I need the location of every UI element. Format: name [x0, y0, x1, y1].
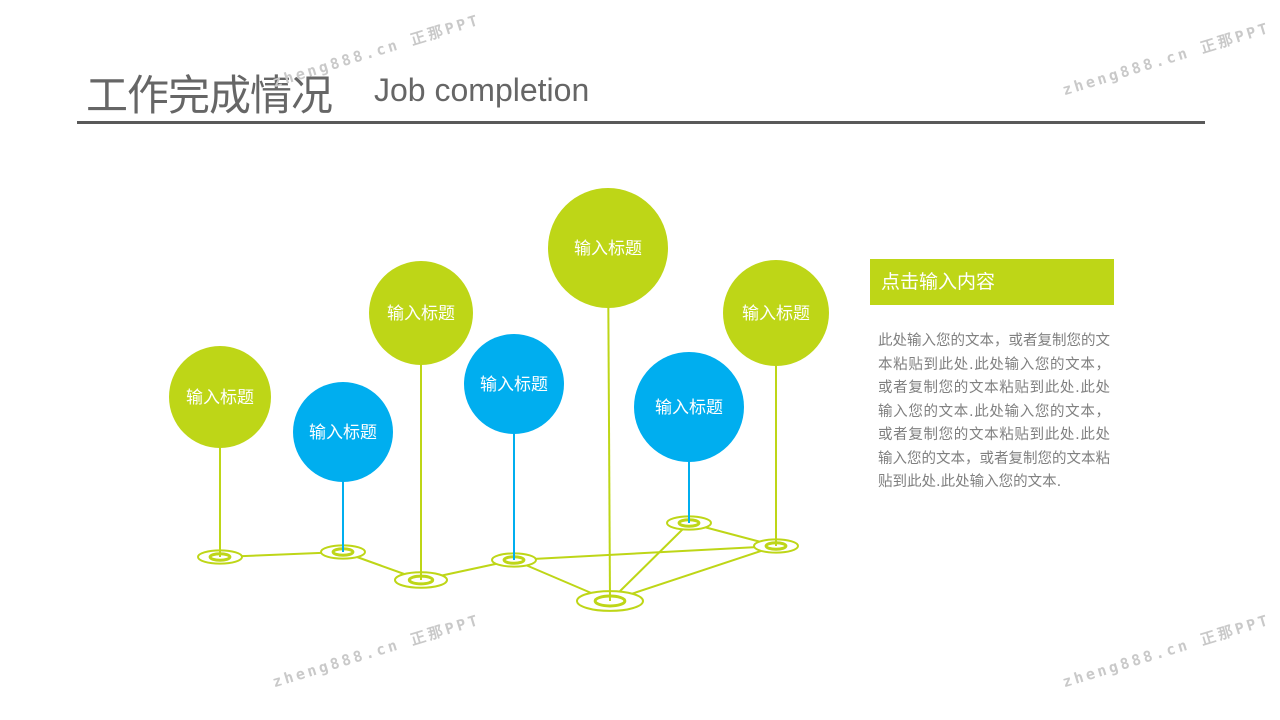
connector-line [609, 545, 777, 602]
node-circle-green [169, 346, 271, 448]
panel-body-text[interactable]: 此处输入您的文本，或者复制您的文本粘贴到此处.此处输入您的文本，或者复制您的文本… [878, 333, 1110, 490]
node-circle-green [548, 188, 668, 308]
node-title[interactable]: 输入标题 [309, 423, 377, 443]
node-circle-blue [634, 352, 744, 462]
page-subtitle: Job completion [374, 72, 590, 108]
node-circle-blue [464, 334, 564, 434]
node-title[interactable]: 输入标题 [655, 398, 723, 418]
page-title: 工作完成情况 [86, 71, 333, 120]
node-circle-blue [293, 382, 393, 482]
node-title[interactable]: 输入标题 [480, 375, 548, 395]
node-title[interactable]: 输入标题 [387, 304, 455, 324]
node-title[interactable]: 输入标题 [742, 304, 810, 324]
node-title[interactable]: 输入标题 [186, 388, 254, 408]
panel-heading[interactable]: 点击输入内容 [870, 259, 1114, 305]
node-circle-green [723, 260, 829, 366]
connector-line [513, 545, 777, 561]
connector-line [609, 522, 690, 602]
node-circle-green [369, 261, 473, 365]
node-title[interactable]: 输入标题 [574, 239, 642, 259]
title-divider [77, 121, 1205, 124]
